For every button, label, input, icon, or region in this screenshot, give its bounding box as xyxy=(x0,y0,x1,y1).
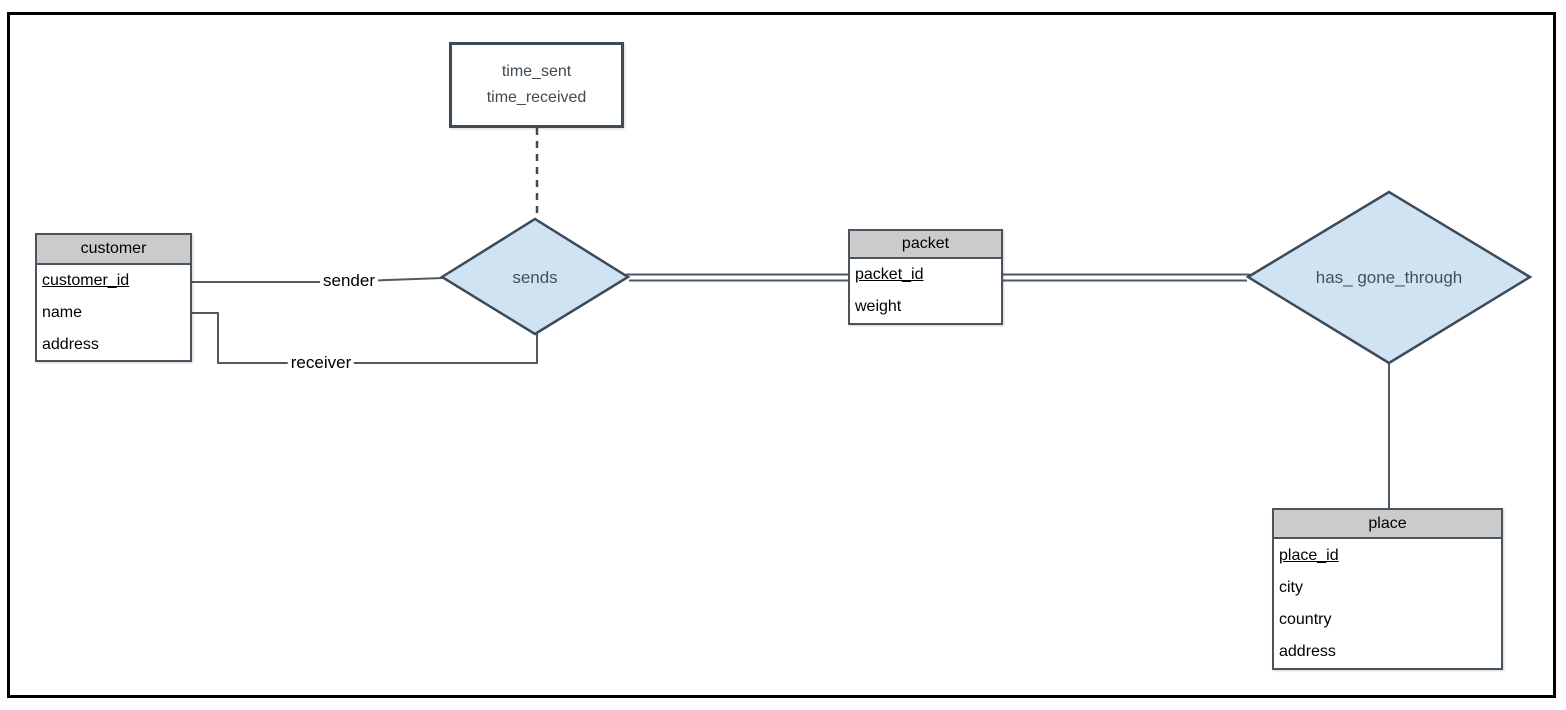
entity-customer-attr-name: name xyxy=(42,304,83,321)
entity-place-attr-place-id: place_id xyxy=(1279,546,1339,564)
diagram-outer-frame xyxy=(7,12,1556,698)
entity-place-attr-address: address xyxy=(1279,643,1336,660)
entity-customer-attr-customer-id: customer_id xyxy=(42,272,130,289)
entity-place-attr-city: city xyxy=(1279,579,1303,596)
sender-connector-line xyxy=(192,277,444,283)
relationship-sends-label: sends xyxy=(512,268,558,287)
attribute-box-time: time_sent time_received xyxy=(449,42,624,128)
entity-packet-attr-weight: weight xyxy=(855,297,902,315)
entity-packet: packet packet_id weight xyxy=(848,229,1003,325)
entity-customer-title: customer xyxy=(37,235,190,265)
relationship-sends-diamond xyxy=(439,217,631,336)
entity-customer: customer customer_id name address xyxy=(35,233,192,362)
entity-packet-attr-packet-id: packet_id xyxy=(855,266,924,283)
relationship-has-gone-through-diamond xyxy=(1245,190,1533,365)
attribute-time-sent: time_sent xyxy=(501,63,572,80)
edge-label-sender: sender xyxy=(320,270,378,292)
attribute-time-received: time_received xyxy=(486,89,587,106)
relationship-has-gone-through-label: has_ gone_through xyxy=(1315,268,1463,287)
entity-place-attr-country: country xyxy=(1279,611,1332,628)
edge-label-receiver: receiver xyxy=(287,352,355,374)
entity-place: place place_id city country address xyxy=(1272,508,1503,670)
receiver-connector-line xyxy=(192,312,538,364)
entity-place-title: place xyxy=(1274,510,1501,539)
entity-packet-title: packet xyxy=(850,231,1001,259)
entity-customer-attr-address: address xyxy=(42,336,99,353)
